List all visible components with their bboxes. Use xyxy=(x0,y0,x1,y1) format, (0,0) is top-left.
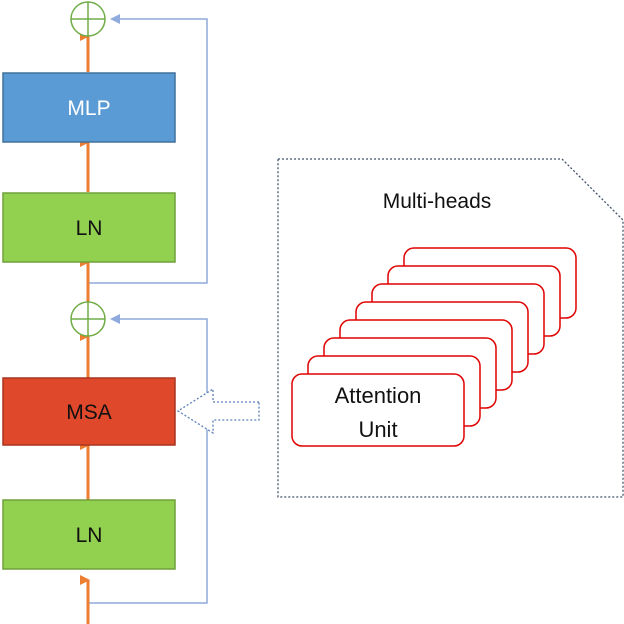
ln-top-block: LN xyxy=(2,192,176,263)
attention-unit-label-line2: Unit xyxy=(358,417,397,442)
panel-to-msa-arrow xyxy=(176,387,260,435)
ln-bottom-block: LN xyxy=(2,499,176,570)
msa-label: MSA xyxy=(66,401,112,424)
adder-top-icon xyxy=(70,1,106,37)
attention-unit-label-line1: Attention xyxy=(335,383,422,408)
mlp-block: MLP xyxy=(2,72,176,143)
skip-connection-bottom xyxy=(88,314,208,604)
msa-block: MSA xyxy=(2,377,176,446)
multi-heads-title: Multi-heads xyxy=(383,190,492,213)
mlp-label: MLP xyxy=(67,97,110,120)
attention-head-stack: Attention Unit xyxy=(291,247,577,447)
ln-bottom-label: LN xyxy=(76,524,103,547)
ln-top-label: LN xyxy=(76,217,103,240)
attention-unit-card xyxy=(291,373,465,447)
skip-connection-top xyxy=(88,14,208,284)
adder-bottom-icon xyxy=(70,301,106,337)
